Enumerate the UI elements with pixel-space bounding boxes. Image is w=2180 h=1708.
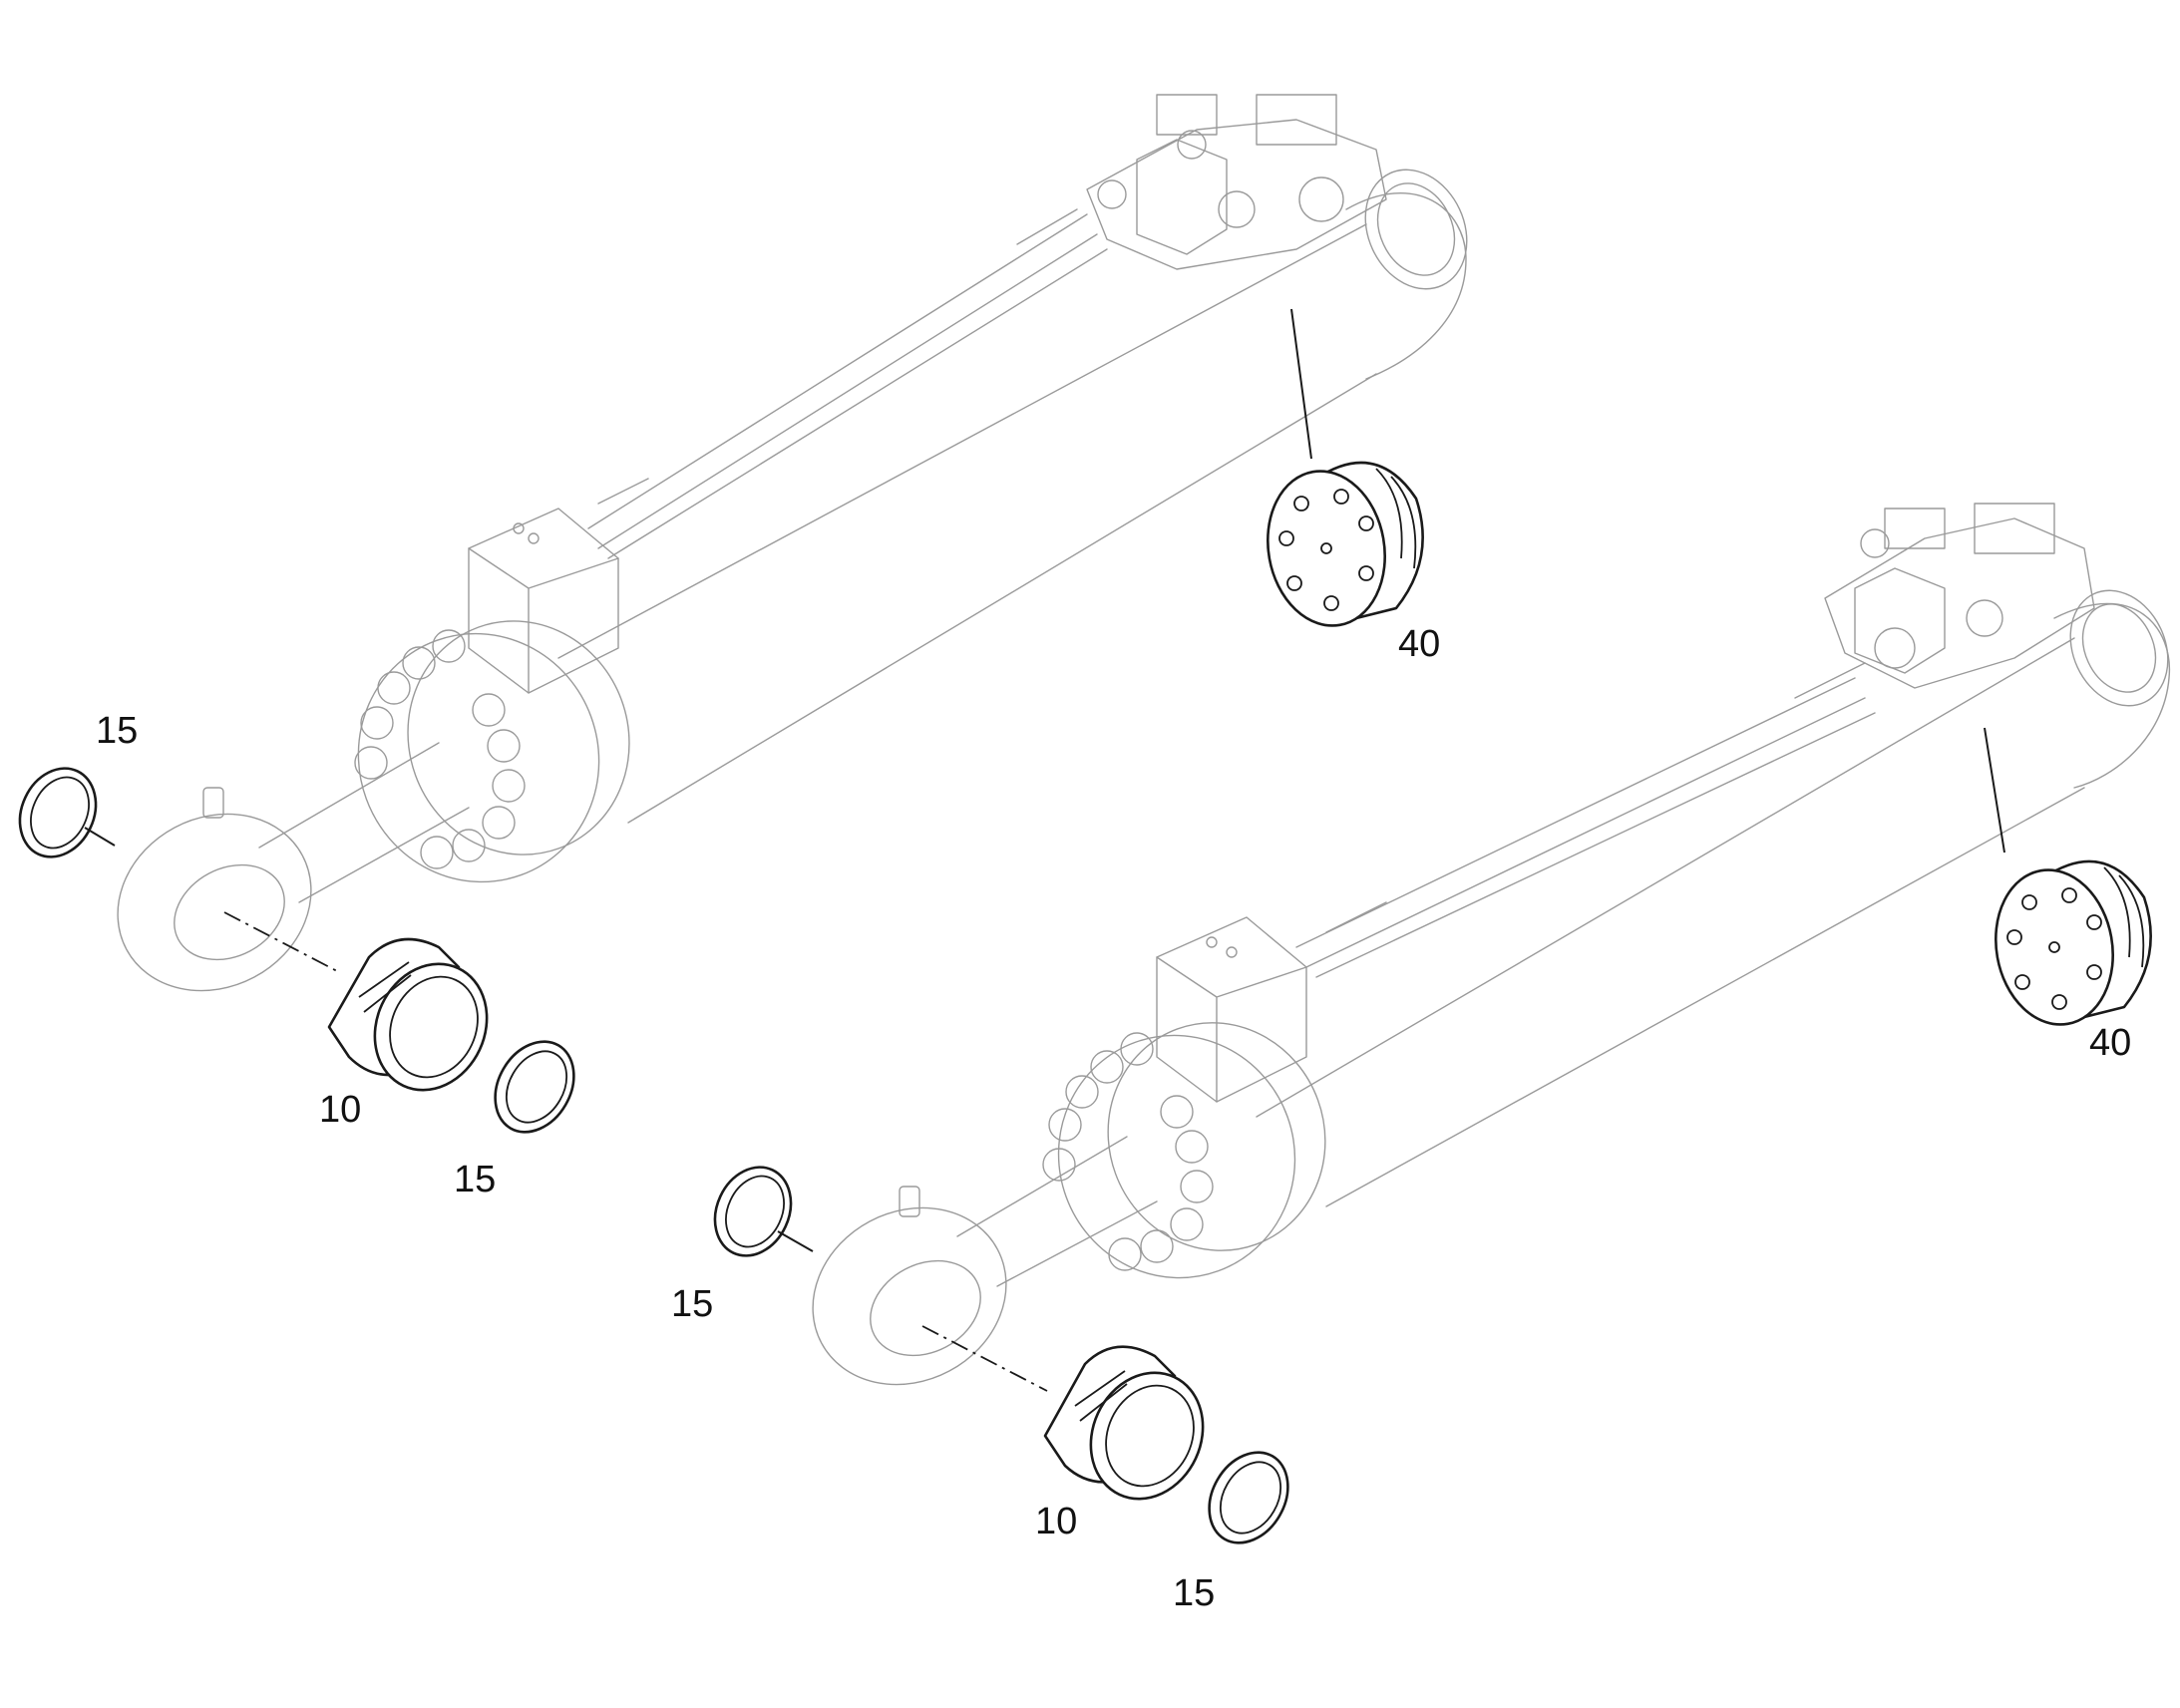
callout-lower-ring-left: 15 [671,1283,713,1325]
seal-ring-upper-right [494,1040,575,1134]
flange-bolts-lower [1042,1032,1214,1271]
seal-ring-lower-right [1208,1451,1289,1544]
piston-lower [1994,859,2152,1026]
callout-upper-bushing: 10 [319,1089,361,1131]
leader-lower-ring-left [777,1230,814,1252]
piston-holes-upper [1278,489,1374,611]
callout-upper-piston: 40 [1398,623,1440,665]
bushing-upper [327,937,489,1092]
leader-upper-ring-left [84,827,116,847]
callout-lower-piston: 40 [2089,1022,2131,1064]
callout-upper-ring-left: 15 [96,710,138,752]
callout-lower-ring-right: 15 [1173,1572,1215,1614]
callout-lower-bushing: 10 [1035,1501,1077,1542]
lower-cylinder-assembly [812,503,2171,1386]
leader-piston-upper [1290,308,1312,460]
flange-bolts-upper [354,629,526,869]
upper-cylinder-assembly [117,94,1468,992]
callout-upper-ring-right: 15 [454,1159,496,1200]
centerline-upper [223,911,340,973]
leader-piston-lower [1984,727,2005,854]
centerline-lower [921,1325,1048,1392]
piston-holes-lower [2006,887,2102,1010]
bushing-lower [1043,1345,1205,1501]
seal-ring-upper-left [18,767,98,858]
seal-ring-lower-left [713,1166,793,1257]
piston-upper [1266,461,1424,627]
